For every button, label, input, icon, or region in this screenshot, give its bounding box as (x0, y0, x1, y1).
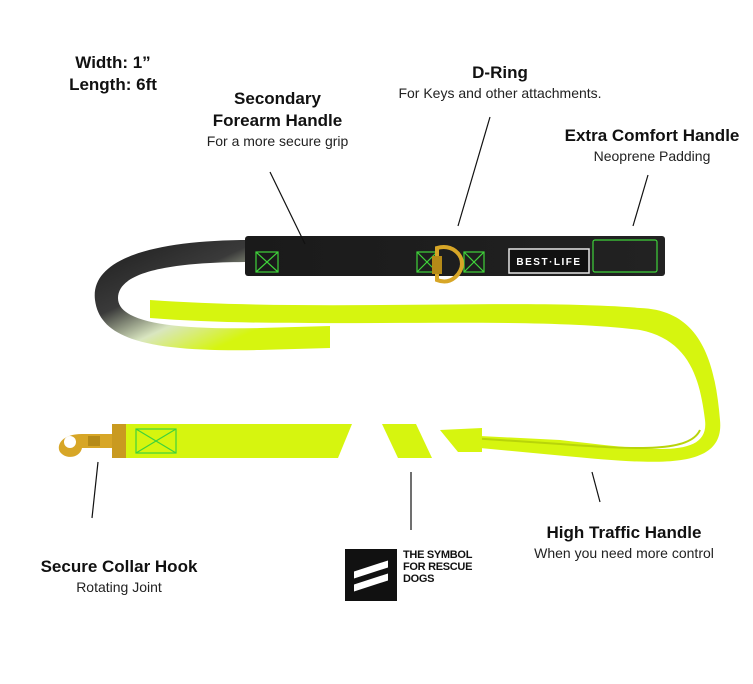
d-ring-hardware (432, 245, 465, 284)
secondary-handle-title-2: Forearm Handle (212, 111, 343, 130)
brand-tag-bg (508, 248, 590, 274)
spec-width: Width: 1” (75, 53, 151, 72)
traffic-handle-desc: When you need more control (534, 545, 714, 561)
handle-strap (245, 236, 665, 276)
leash-left-loop (94, 240, 330, 351)
leash-right-loop (150, 300, 721, 462)
secondary-handle-title-1: Secondary (234, 89, 321, 108)
collar-hook (58, 424, 126, 458)
rescue-symbol-icon (345, 549, 397, 601)
spec-length: Length: 6ft (69, 75, 157, 94)
d-ring-desc: For Keys and other attachments. (398, 85, 602, 101)
comfort-handle-title: Extra Comfort Handle (564, 126, 740, 145)
rescue-symbol-text: THE SYMBOL FOR RESCUE DOGS (403, 549, 473, 585)
callout-line-traffic (591, 471, 601, 503)
traffic-handle-title: High Traffic Handle (546, 523, 702, 542)
collar-hook-desc: Rotating Joint (76, 579, 162, 595)
secondary-handle-desc: For a more secure grip (206, 133, 349, 149)
strap-fragment (382, 424, 432, 458)
comfort-handle-desc: Neoprene Padding (593, 148, 711, 164)
strap-end (440, 428, 482, 452)
callout-line-d-ring (457, 116, 491, 227)
callout-line-comfort (632, 174, 649, 227)
collar-hook-title: Secure Collar Hook (40, 557, 198, 576)
callout-line-secondary (269, 171, 306, 245)
d-ring-title: D-Ring (472, 63, 528, 82)
callout-line-hook (91, 461, 99, 519)
stitching (255, 239, 658, 273)
rescue-symbol-logo: THE SYMBOL FOR RESCUE DOGS (345, 549, 473, 601)
brand-tag: BEST·LIFE (516, 257, 581, 268)
bottom-strap (120, 424, 352, 458)
